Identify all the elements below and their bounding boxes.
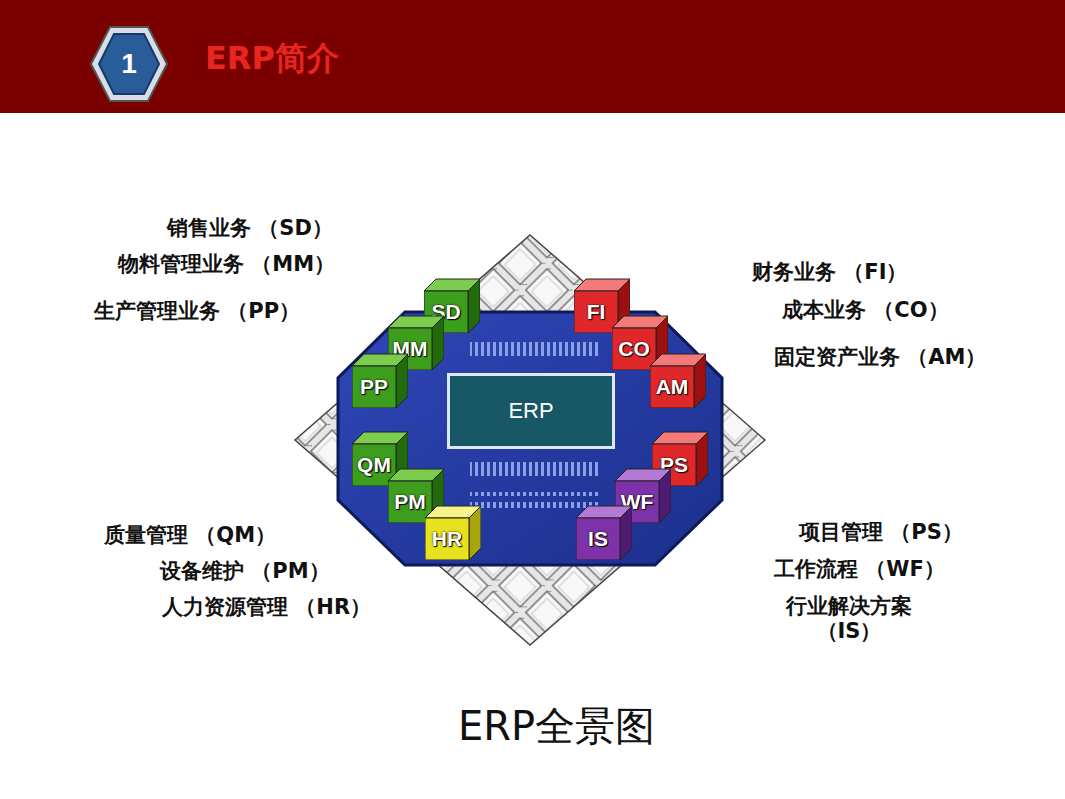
slide-title: ERP简介: [203, 39, 341, 77]
module-cube: AM: [650, 352, 706, 408]
module-label: 物料管理业务 （MM）: [116, 252, 337, 277]
module-code: CO: [612, 328, 656, 370]
module-code: PP: [352, 366, 396, 408]
module-label: 财务业务 （FI）: [750, 260, 909, 285]
erp-chip: [338, 312, 722, 565]
module-label: 成本业务 （CO）: [780, 298, 951, 323]
section-number: 1: [121, 48, 137, 80]
module-cube: PP: [352, 352, 408, 408]
module-label: 质量管理 （QM）: [102, 523, 278, 548]
module-label: 人力资源管理 （HR）: [160, 595, 373, 620]
module-label: 项目管理 （PS）: [797, 520, 965, 545]
module-code: AM: [650, 366, 694, 408]
module-code: PM: [388, 481, 432, 523]
core-label: ERP: [508, 398, 553, 424]
chip-pins: [470, 492, 600, 508]
chip-pins: [470, 460, 600, 482]
module-label: 生产管理业务 （PP）: [92, 299, 302, 324]
module-label: 销售业务 （SD）: [165, 216, 335, 241]
module-code: IS: [576, 518, 620, 560]
erp-core-box: ERP: [447, 373, 615, 449]
cube-lattice: [295, 235, 765, 645]
chip-pins: [470, 338, 600, 360]
module-label: 行业解决方案 （IS）: [772, 594, 926, 644]
module-cube: HR: [425, 504, 481, 560]
module-label: 设备维护 （PM）: [158, 559, 332, 584]
module-code: HR: [425, 518, 469, 560]
module-cube: IS: [576, 504, 632, 560]
figure-caption: ERP全景图: [0, 702, 1065, 750]
header-band: [0, 0, 1065, 113]
module-label: 工作流程 （WF）: [772, 557, 947, 582]
module-code: FI: [574, 291, 618, 333]
module-label: 固定资产业务 （AM）: [772, 345, 988, 370]
section-badge: 1: [90, 25, 168, 103]
